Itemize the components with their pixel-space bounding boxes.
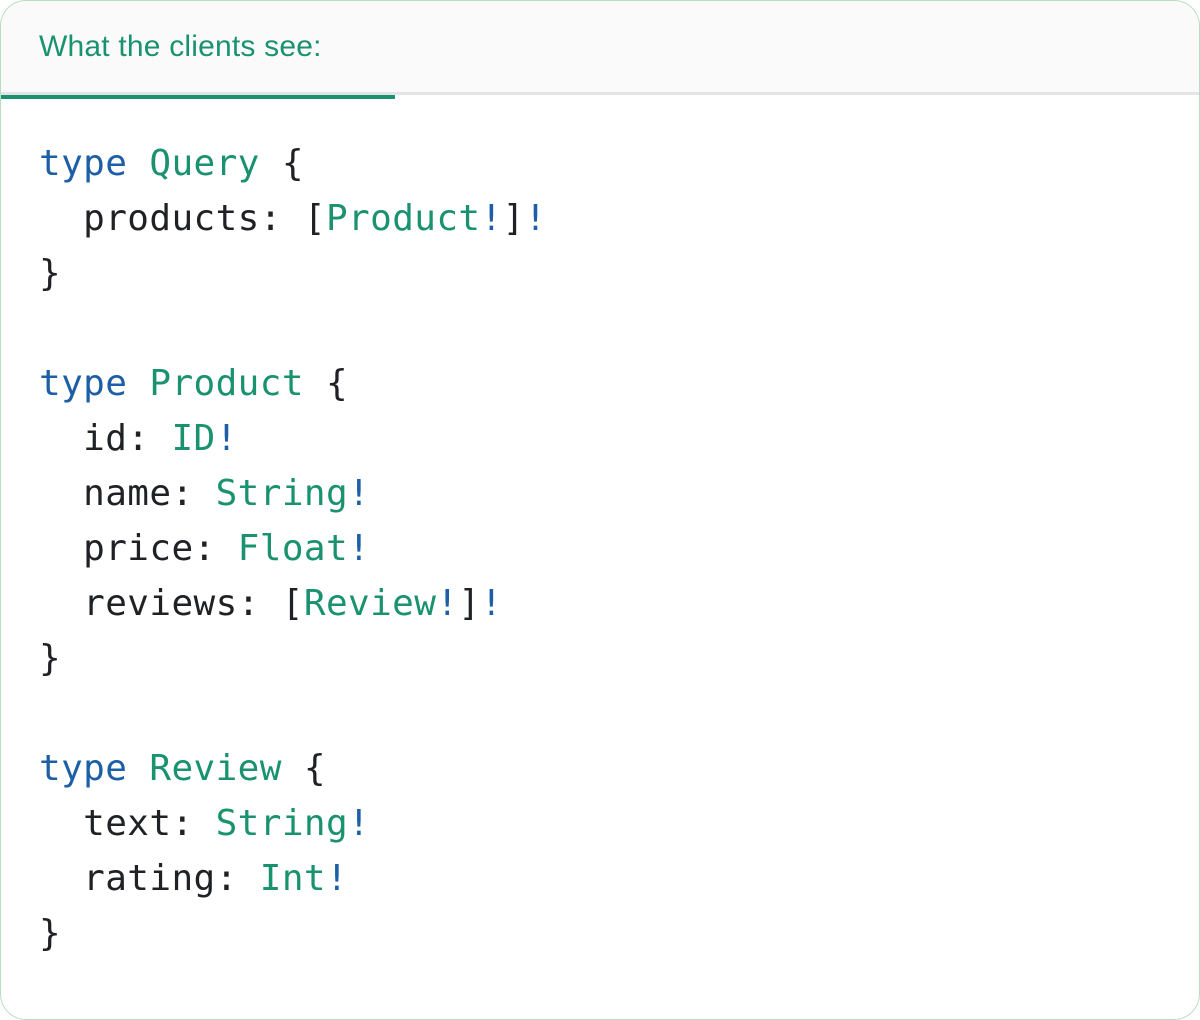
code-line: price: Float! (39, 521, 1169, 576)
code-token: type (39, 748, 128, 789)
code-token: text: (39, 803, 216, 844)
code-token: ! (436, 583, 459, 624)
code-token: ! (480, 583, 503, 624)
code-token: Review (303, 583, 437, 624)
code-line: rating: Int! (39, 851, 1169, 906)
code-line: } (39, 631, 1169, 686)
code-line: type Review { (39, 741, 1169, 796)
code-token: { (281, 748, 326, 789)
code-token: ! (215, 418, 238, 459)
code-token: ! (348, 803, 371, 844)
code-token: ! (348, 473, 371, 514)
code-line (39, 301, 1169, 356)
code-token: Review (149, 748, 282, 789)
code-token: Product (149, 363, 304, 404)
active-tab-indicator (1, 95, 395, 99)
tab-label: What the clients see: (39, 29, 322, 63)
code-token: ! (524, 198, 547, 239)
code-line (39, 686, 1169, 741)
code-line: } (39, 906, 1169, 961)
code-token: price: (39, 528, 238, 569)
code-token: Product (325, 198, 481, 239)
code-line: type Product { (39, 356, 1169, 411)
code-token: type (39, 363, 128, 404)
code-token: name: (39, 473, 216, 514)
code-token: } (39, 913, 62, 954)
code-token: Query (149, 143, 260, 184)
code-token: type (39, 143, 128, 184)
code-line: name: String! (39, 466, 1169, 521)
code-token (127, 143, 149, 184)
tab-bar: What the clients see: (1, 1, 1199, 99)
code-token: } (39, 638, 62, 679)
code-token: ! (348, 528, 371, 569)
code-token: ] (458, 583, 481, 624)
code-token: { (259, 143, 304, 184)
code-token: { (303, 363, 349, 404)
code-line: reviews: [Review!]! (39, 576, 1169, 631)
code-token: products: [ (39, 198, 326, 239)
code-token: rating: (39, 858, 260, 899)
code-token (127, 363, 149, 404)
code-token: reviews: [ (39, 583, 304, 624)
code-token: String (215, 473, 349, 514)
code-token: ! (325, 858, 349, 899)
graphql-code-block: type Query { products: [Product!]!}type … (1, 95, 1199, 961)
tab-what-clients-see[interactable]: What the clients see: (1, 1, 395, 92)
code-token: ] (502, 198, 525, 239)
code-token: } (39, 253, 62, 294)
code-line: id: ID! (39, 411, 1169, 466)
code-token: ID (171, 418, 216, 459)
code-token (127, 748, 149, 789)
code-line: type Query { (39, 136, 1169, 191)
code-token: Float (237, 528, 349, 569)
code-token: Int (259, 858, 326, 899)
code-token: String (215, 803, 349, 844)
code-line: products: [Product!]! (39, 191, 1169, 246)
code-token: id: (39, 418, 172, 459)
code-token: ! (480, 198, 503, 239)
code-line: } (39, 246, 1169, 301)
code-line: text: String! (39, 796, 1169, 851)
